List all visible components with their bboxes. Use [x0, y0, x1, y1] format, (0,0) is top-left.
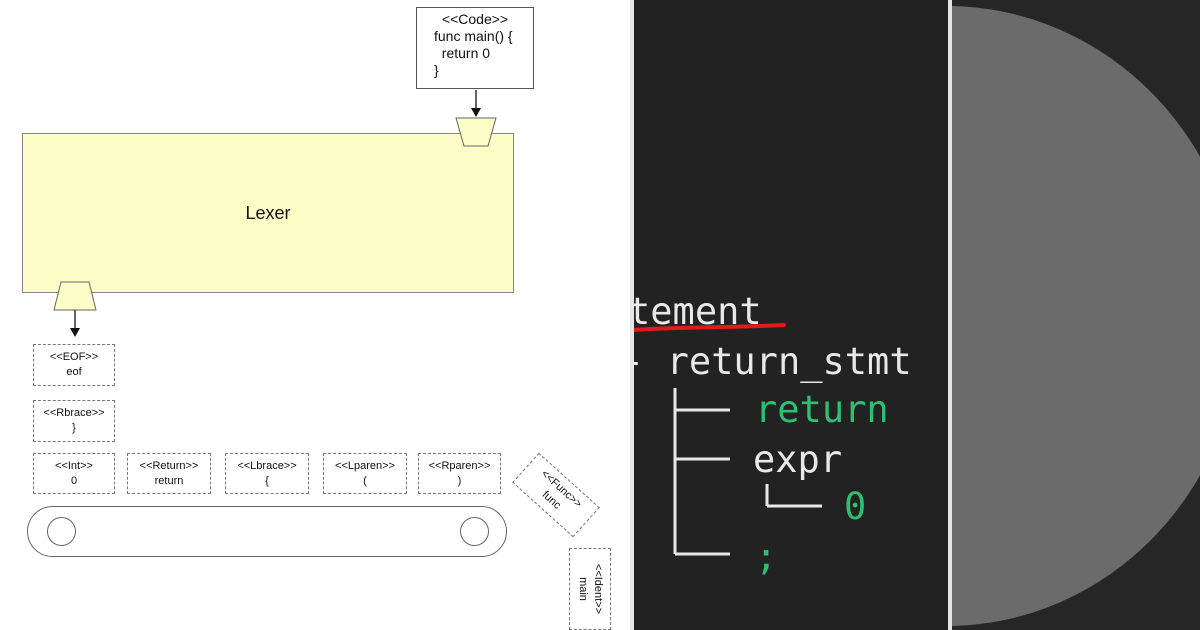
code-input-box: <<Code>> func main() { return 0 }: [416, 7, 534, 89]
diagram-connectors: [53, 90, 497, 337]
code-line: }: [434, 62, 439, 78]
token-value: 0: [70, 474, 78, 487]
token-kind: <<Int>>: [55, 459, 93, 472]
panel-divider: [948, 0, 952, 630]
token-ident: <<Ident>> main: [569, 548, 611, 630]
token-kind: <<Lparen>>: [335, 459, 395, 472]
token-value: eof: [66, 366, 82, 378]
code-line: func main() {: [434, 28, 513, 44]
token-lparen: <<Lparen>> (: [323, 453, 407, 494]
ast-node-expr: expr: [753, 438, 843, 481]
ast-terminal-output: tement - return_stmt return expr 0 ;: [634, 0, 948, 630]
token-kind: <<Rbrace>>: [43, 407, 105, 419]
red-underline: [634, 323, 786, 332]
ast-tree-lines: [673, 388, 822, 556]
token-value: {: [265, 474, 269, 487]
panel-divider: [630, 0, 634, 630]
token-return: <<Return>> return: [127, 453, 211, 494]
token-rparen: <<Rparen>> ): [418, 453, 501, 494]
token-value: main: [577, 577, 589, 601]
lexer-box: Lexer: [22, 133, 514, 293]
ast-node-label: return_stmt: [666, 340, 912, 383]
conveyor-roller-left: [47, 517, 76, 546]
conveyor-belt: [27, 506, 507, 557]
output-hopper: [53, 281, 97, 311]
decorative-panel: [952, 0, 1200, 630]
token-value: }: [72, 422, 76, 434]
token-kind: <<EOF>>: [49, 351, 99, 363]
half-circle-shape: [952, 6, 1200, 626]
ast-keyword-return: return: [755, 388, 889, 431]
code-line: <<Code>>: [441, 11, 509, 27]
ast-semicolon: ;: [755, 535, 778, 578]
tree-connector: -: [634, 340, 667, 383]
token-kind: <<Lbrace>>: [237, 459, 297, 472]
token-kind: <<Ident>>: [592, 563, 604, 615]
input-hopper: [455, 117, 497, 147]
code-line: return 0: [434, 45, 491, 61]
token-rbrace: <<Rbrace>> }: [33, 400, 115, 442]
arrowhead-top: [471, 108, 481, 117]
lexer-diagram: <<Code>> func main() { return 0 } Lexer …: [22, 7, 611, 630]
token-lbrace: <<Lbrace>> {: [225, 453, 309, 494]
ast-literal-zero: 0: [844, 485, 867, 528]
token-kind: <<Rparen>>: [428, 459, 491, 472]
token-int: <<Int>> 0: [33, 453, 115, 494]
token-value: return: [154, 474, 184, 487]
arrowhead-bottom: [70, 328, 80, 337]
conveyor-roller-right: [460, 517, 489, 546]
token-value: (: [363, 474, 367, 487]
token-eof: <<EOF>> eof: [33, 344, 115, 386]
ast-node-return-stmt: - return_stmt: [634, 342, 912, 382]
token-value: ): [457, 474, 462, 487]
token-kind: <<Return>>: [139, 459, 199, 472]
lexer-label: Lexer: [245, 202, 291, 223]
